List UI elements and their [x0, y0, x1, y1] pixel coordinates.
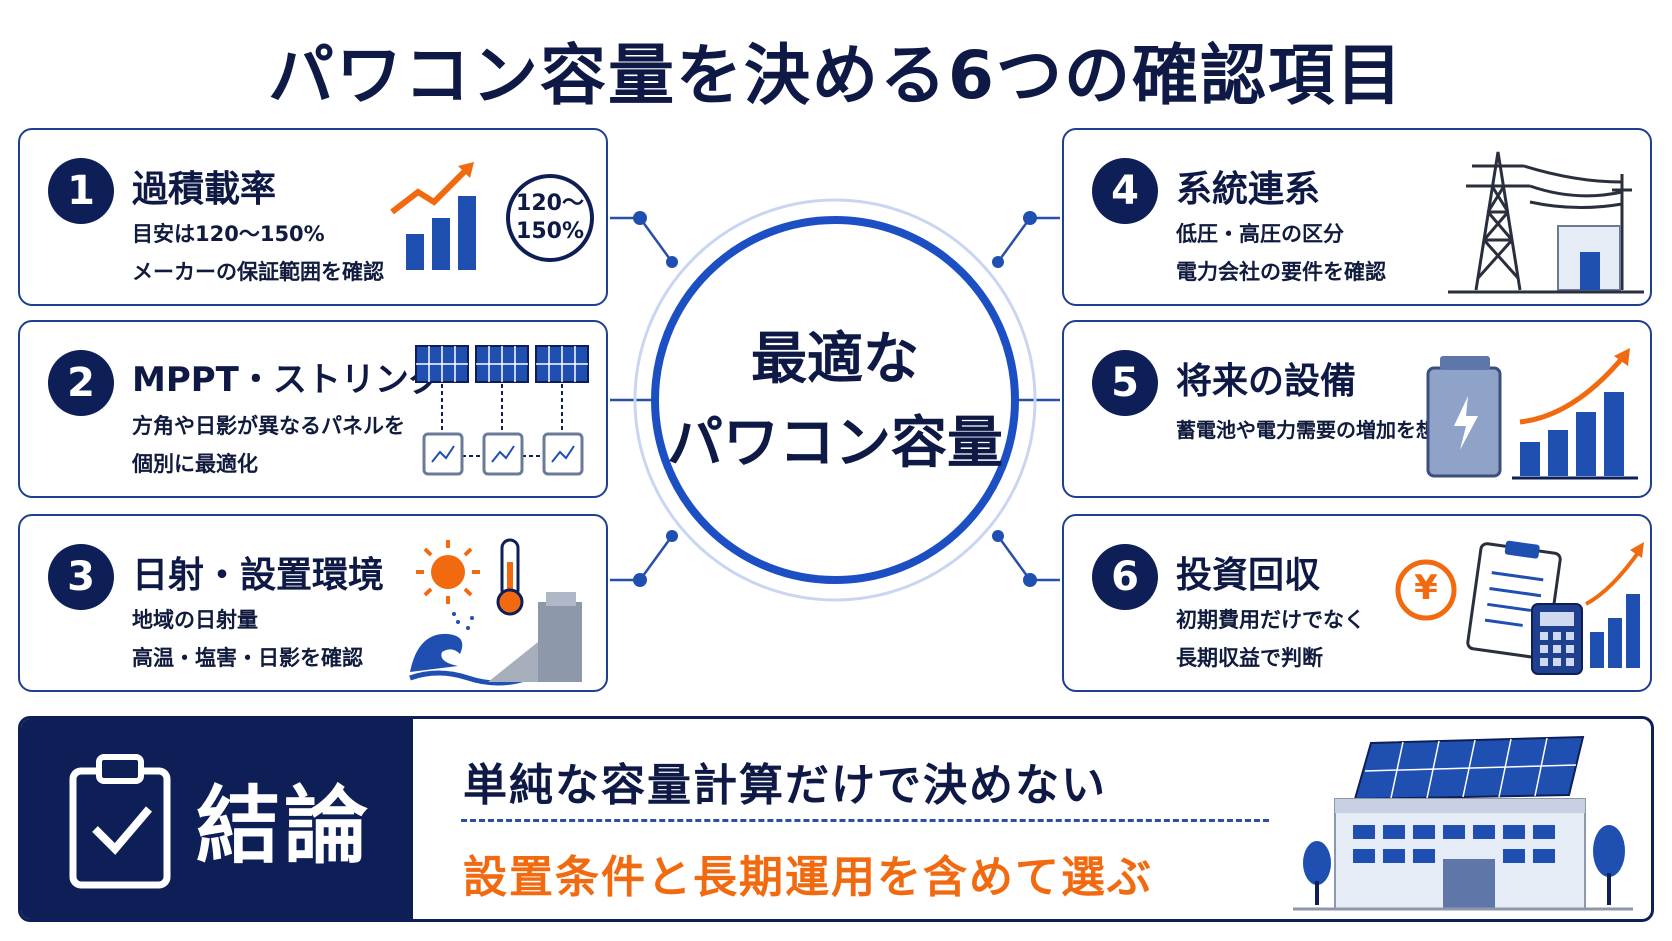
badge-top: 120〜: [516, 191, 584, 216]
card-title: 将来の設備: [1176, 361, 1357, 402]
battery-growth-icon: [1426, 348, 1638, 480]
sun-icon: [416, 540, 480, 604]
conclusion-box: 結論 単純な容量計算だけで決めない 設置条件と長期運用を含めて選ぶ: [18, 716, 1654, 922]
card-title: 日射・設置環境: [132, 555, 385, 596]
investment-icon: [1395, 540, 1644, 675]
conclusion-label: 結論: [196, 777, 373, 875]
center-label-line2: パワコン容量: [667, 411, 1003, 476]
conclusion-line1: 単純な容量計算だけで決めない: [463, 760, 1107, 811]
card-number: 4: [1092, 158, 1158, 224]
card-line1: 地域の日射量: [132, 608, 258, 632]
battery-icon: [1426, 356, 1502, 478]
conclusion-line2: 設置条件と長期運用を含めて選ぶ: [463, 852, 1153, 903]
card-line2: 高温・塩害・日影を確認: [132, 646, 363, 670]
badge-bottom: 150%: [516, 219, 584, 244]
card-title: 系統連系: [1176, 169, 1321, 210]
card-3: 3 日射・設置環境 地域の日射量 高温・塩害・日影を確認: [18, 514, 608, 692]
card-number: 6: [1092, 544, 1158, 610]
center-label-line1: 最適な: [751, 327, 919, 392]
card-line1: 初期費用だけでなく: [1176, 608, 1365, 632]
center-label: 最適な パワコン容量: [630, 318, 1040, 486]
yen-coin-icon: [1395, 559, 1457, 621]
yen-symbol: ¥: [1414, 568, 1438, 608]
card-6: 6 投資回収 初期費用だけでなく 長期収益で判断: [1062, 514, 1652, 692]
card-4: 4 系統連系 低圧・高圧の区分 電力会社の要件を確認: [1062, 128, 1652, 306]
clipboard-check-icon: [69, 754, 171, 889]
conclusion-divider: [461, 819, 1269, 822]
card-number: 3: [48, 544, 114, 610]
card-title: MPPT・ストリング: [132, 360, 443, 400]
card-line2: 個別に最適化: [132, 452, 258, 476]
card-number: 2: [48, 350, 114, 416]
environment-icon: [409, 538, 582, 686]
card-line1: 目安は120〜150%: [132, 222, 325, 246]
card-line1: 蓄電池や電力需要の増加を想定: [1176, 418, 1456, 442]
ratio-badge-circle: [506, 174, 594, 262]
card-line2: 電力会社の要件を確認: [1176, 260, 1386, 284]
rising-bar-chart-icon: [390, 162, 476, 270]
card-line1: 方角や日影が異なるパネルを: [132, 414, 405, 438]
card-5: 5 将来の設備 蓄電池や電力需要の増加を想定: [1062, 320, 1652, 498]
page-title: パワコン容量を決める6つの確認項目: [268, 37, 1404, 114]
center-circle: [633, 198, 1037, 602]
solar-building-icon: [1293, 735, 1633, 911]
solar-panel-string-icon: [415, 345, 589, 476]
card-2: 2 MPPT・ストリング 方角や日影が異なるパネルを 個別に最適化: [18, 320, 608, 498]
power-grid-icon: [1448, 151, 1644, 294]
calculator-icon: [1531, 603, 1583, 675]
tree-icon: [1303, 825, 1625, 905]
ratio-badge-text: 120〜 150%: [504, 190, 596, 246]
thermometer-icon: [496, 538, 524, 616]
card-number: 1: [48, 158, 114, 224]
card-title: 投資回収: [1176, 555, 1321, 596]
wave-icon: [409, 612, 529, 686]
card-line2: 長期収益で判断: [1176, 646, 1323, 670]
card-line1: 低圧・高圧の区分: [1176, 222, 1344, 246]
card-line2: メーカーの保証範囲を確認: [132, 260, 384, 284]
card-1: 1 過積載率 目安は120〜150% メーカーの保証範囲を確認 120〜 150…: [18, 128, 608, 306]
card-title: 過積載率: [132, 169, 277, 210]
card-number: 5: [1092, 350, 1158, 416]
building-shadow-icon: [488, 592, 582, 682]
